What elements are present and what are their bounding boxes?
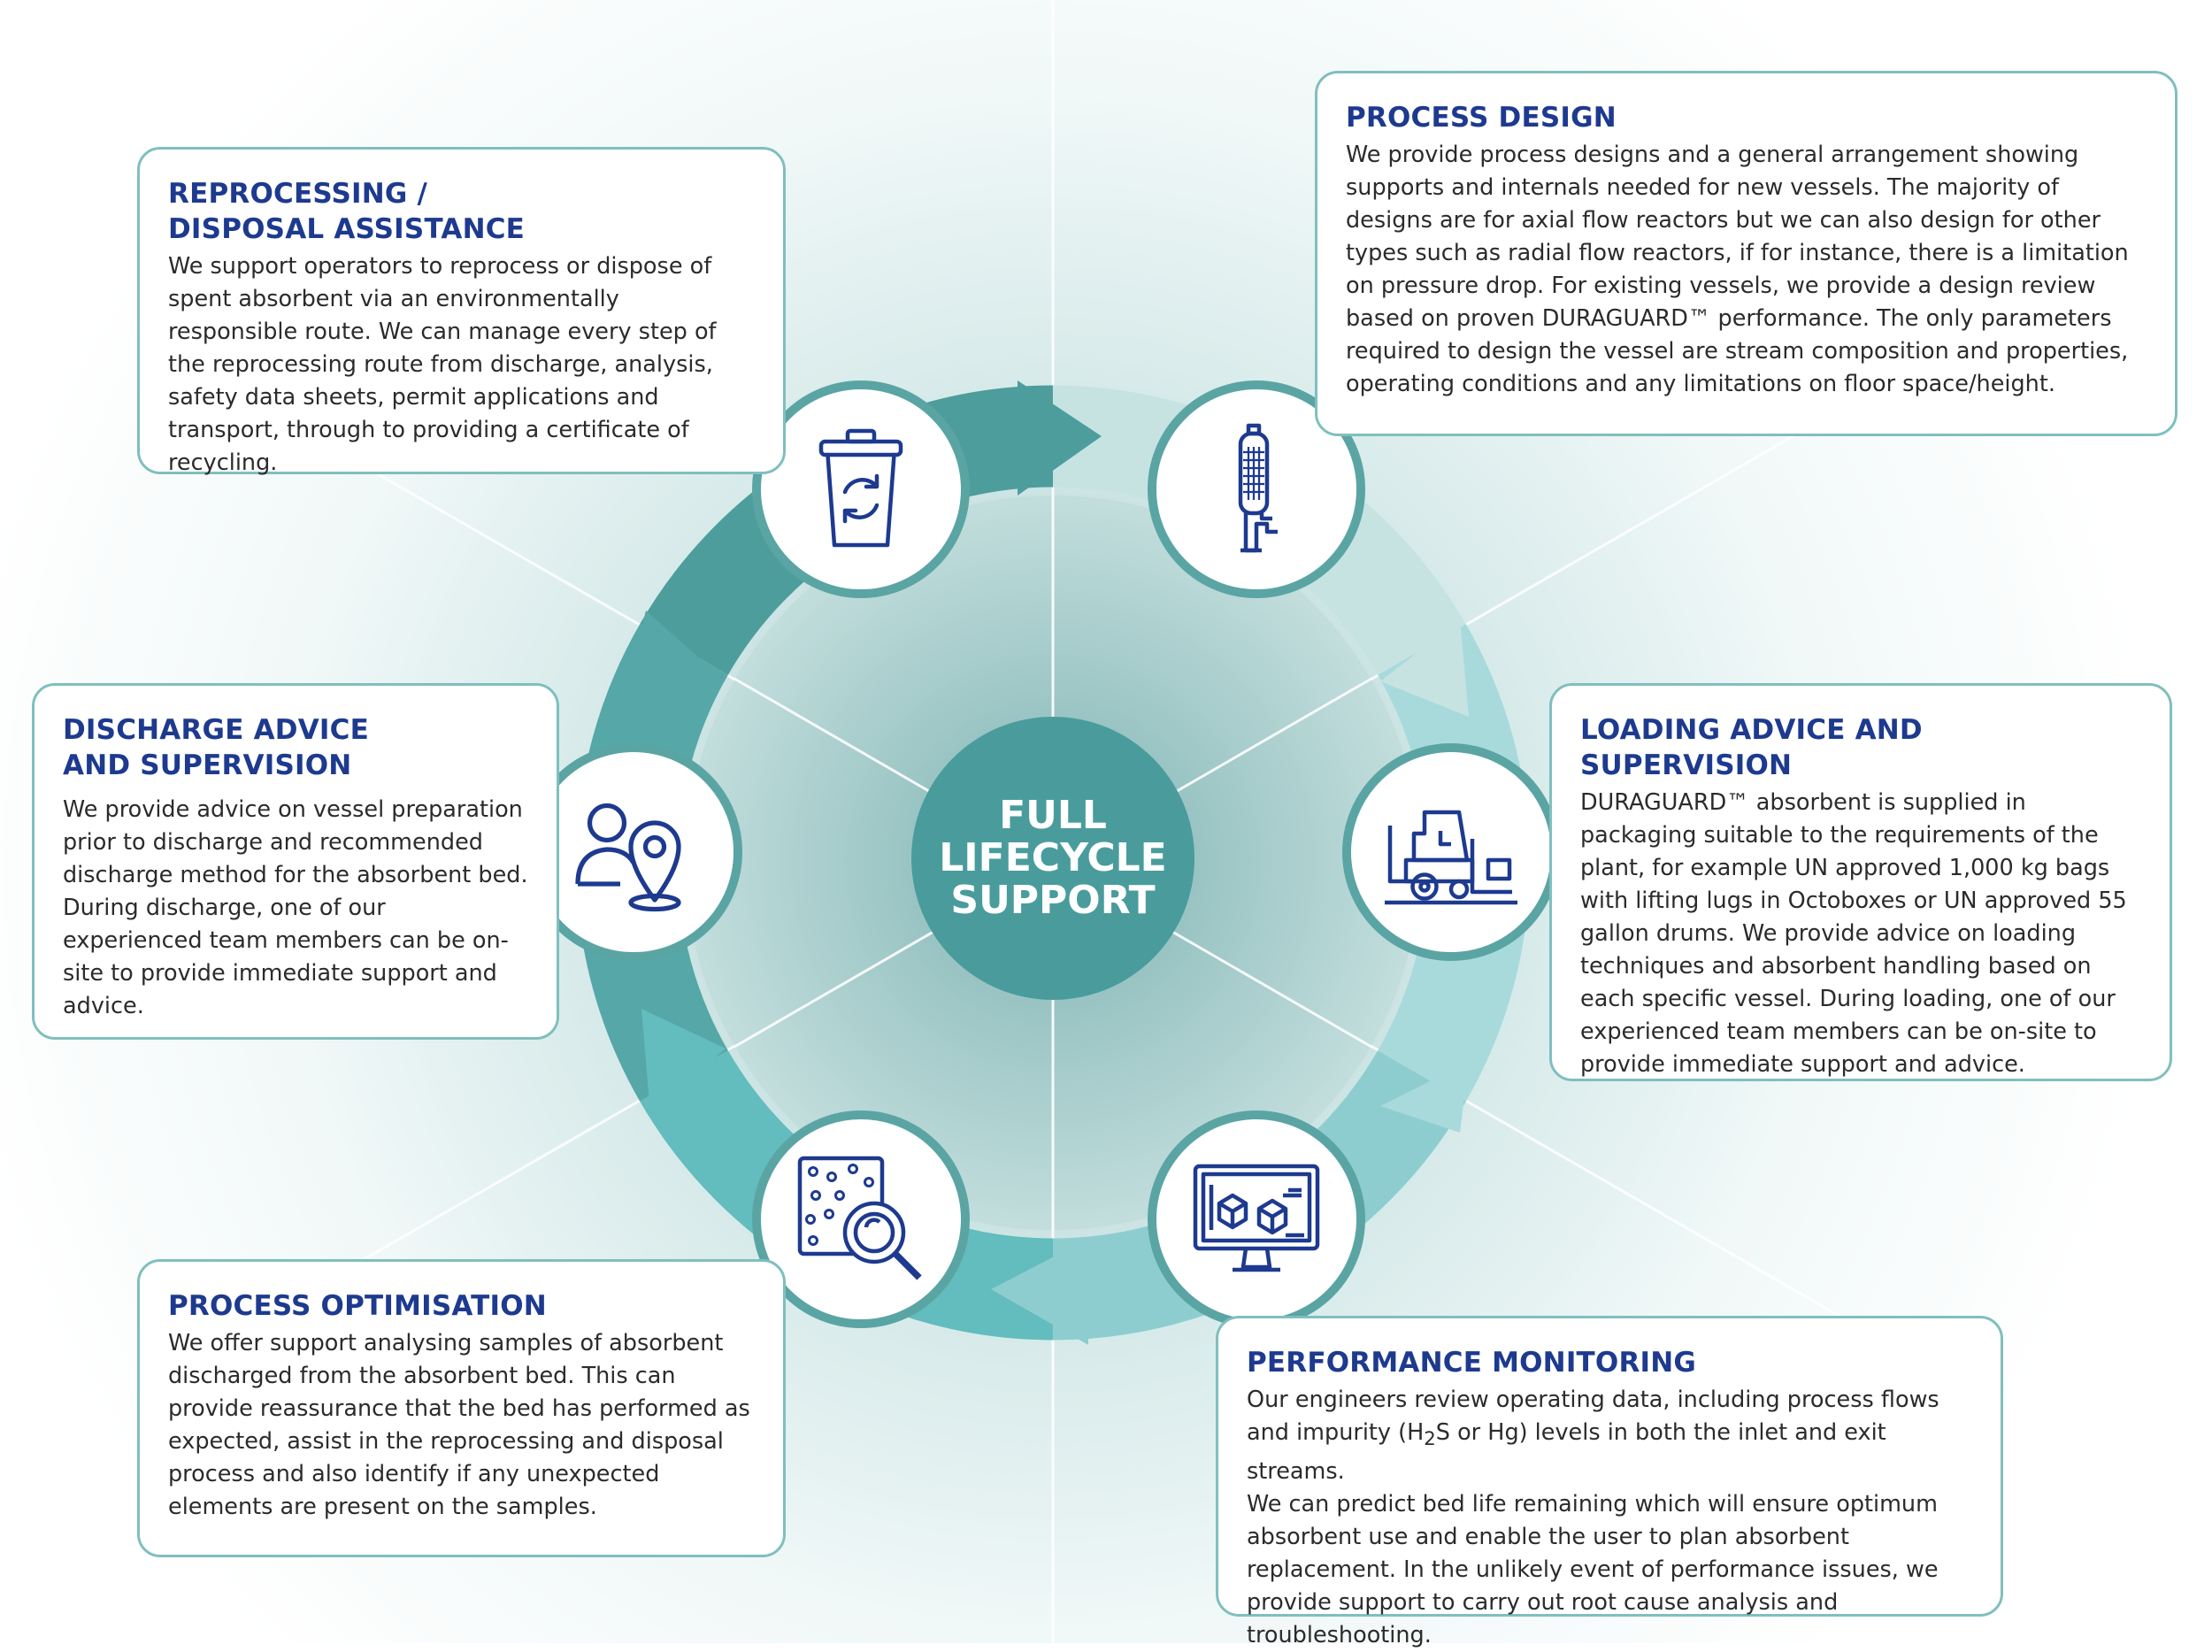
- card-body: We offer support analysing samples of ab…: [168, 1330, 750, 1520]
- cycle-arrowheads: [637, 380, 1469, 1345]
- card-process-optimisation: PROCESS OPTIMISATION We offer support an…: [137, 1259, 786, 1557]
- recycle-bin-icon: [818, 428, 903, 548]
- icon-circle-optimisation: [752, 1110, 970, 1328]
- card-title: REPROCESSING / DISPOSAL ASSISTANCE: [168, 178, 526, 245]
- card-performance-monitoring: PERFORMANCE MONITORING Our engineers rev…: [1216, 1316, 2003, 1648]
- card-body: We provide advice on vessel preparation …: [63, 796, 528, 1019]
- center-hub: FULL LIFECYCLE SUPPORT: [911, 717, 1194, 1000]
- card-title: PERFORMANCE MONITORING: [1247, 1347, 1697, 1379]
- body-line-2-pre: and impurity (H: [1247, 1419, 1425, 1446]
- icon-circle-loading: [1342, 743, 1560, 961]
- card-body: Our engineers review operating data, inc…: [1247, 1384, 1972, 1652]
- card-title: PROCESS DESIGN: [1346, 102, 1617, 134]
- card-body: We provide process designs and a general…: [1346, 142, 2129, 397]
- sample-analysis-icon: [797, 1156, 922, 1280]
- card-discharge-advice: DISCHARGE ADVICE AND SUPERVISION We prov…: [32, 683, 559, 1040]
- card-loading-advice: LOADING ADVICE AND SUPERVISION DURAGUARD…: [1549, 683, 2172, 1081]
- card-title: PROCESS OPTIMISATION: [168, 1290, 547, 1322]
- card-body: We support operators to reprocess or dis…: [168, 253, 717, 476]
- body-rest: We can predict bed life remaining which …: [1247, 1491, 1939, 1649]
- icon-circle-reprocessing: [752, 380, 970, 598]
- body-line-1: Our engineers review operating data, inc…: [1247, 1387, 1939, 1413]
- person-location-icon: [575, 803, 681, 912]
- forklift-icon: [1385, 810, 1517, 905]
- body-line-2-post: S or Hg) levels in both the inlet and ex…: [1247, 1419, 1886, 1486]
- card-title: DISCHARGE ADVICE AND SUPERVISION: [63, 714, 369, 781]
- card-body: DURAGUARD™ absorbent is supplied in pack…: [1580, 789, 2127, 1078]
- icon-circle-performance: [1148, 1110, 1365, 1328]
- card-title: LOADING ADVICE AND SUPERVISION: [1580, 714, 1923, 781]
- card-reprocessing: REPROCESSING / DISPOSAL ASSISTANCE We su…: [137, 147, 786, 476]
- card-process-design: PROCESS DESIGN We provide process design…: [1315, 71, 2177, 436]
- reactor-vessel-icon: [1238, 423, 1278, 553]
- subscript-2: 2: [1424, 1428, 1436, 1451]
- monitor-icon: [1193, 1164, 1320, 1272]
